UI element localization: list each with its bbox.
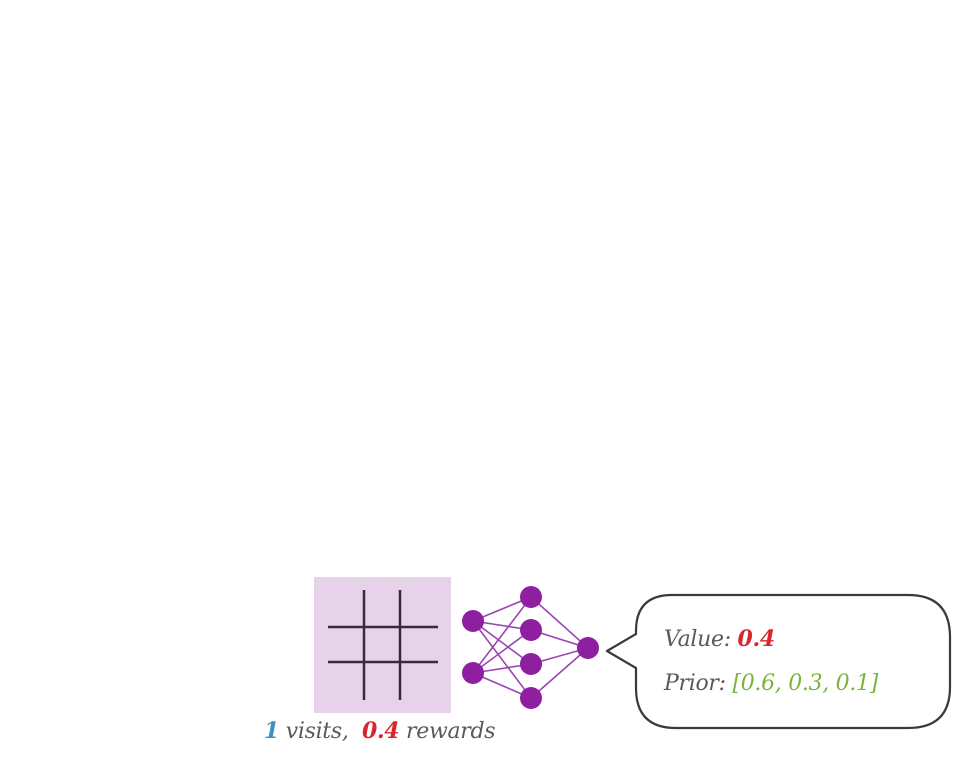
network-edges [472, 596, 589, 699]
network-node [520, 653, 542, 675]
network-edge [530, 647, 589, 699]
network-node [520, 687, 542, 709]
network-node [520, 619, 542, 641]
network-node [462, 610, 484, 632]
visits-label: visits, [285, 719, 349, 744]
network-node [520, 586, 542, 608]
neural-network-icon [462, 586, 599, 709]
network-edge [472, 620, 532, 665]
value-label: Value: [664, 627, 731, 652]
value-line: Value: 0.4 [664, 626, 775, 652]
tic-tac-toe-board-icon [314, 577, 451, 713]
speech-bubble-outline [605, 593, 952, 730]
visits-count: 1 [264, 718, 280, 744]
prior-label: Prior: [664, 671, 726, 696]
rewards-label: rewards [406, 719, 496, 744]
network-node [577, 637, 599, 659]
speech-bubble [605, 593, 952, 730]
node-stats-caption: 1 visits, 0.4 rewards [264, 718, 496, 744]
network-edge [472, 596, 532, 674]
prior-line: Prior: [0.6, 0.3, 0.1] [664, 671, 878, 696]
board-background [314, 577, 451, 713]
network-node [462, 662, 484, 684]
prior-values: [0.6, 0.3, 0.1] [732, 671, 879, 696]
network-edge [472, 629, 532, 674]
network-edge [472, 620, 532, 699]
value-number: 0.4 [737, 626, 776, 652]
rewards-value: 0.4 [361, 718, 400, 744]
network-nodes [462, 586, 599, 709]
network-edge [530, 596, 589, 649]
